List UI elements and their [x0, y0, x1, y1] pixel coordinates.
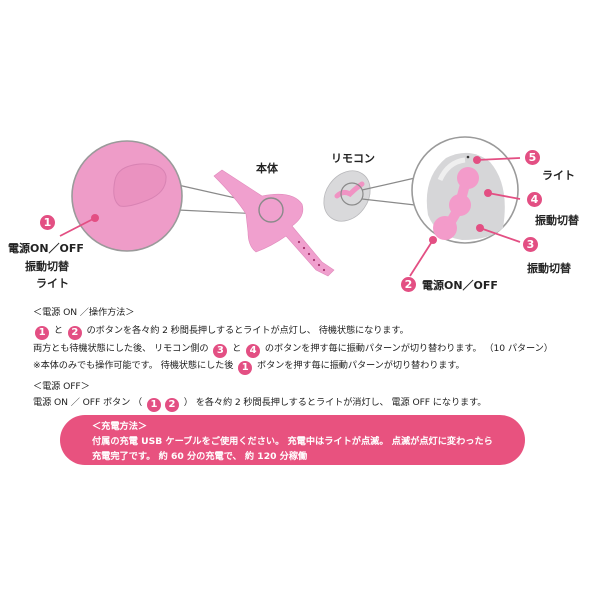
power-on-line1: 1 と 2 のボタンを各々約 2 秒間長押しするとライトが点灯し、 待機状態にな… — [33, 322, 409, 340]
inline-badge-1: 1 — [238, 361, 253, 375]
body-product-image — [213, 169, 335, 277]
power-on-line3: ※本体のみでも操作可能です。 待機状態にした後 1 ボタンを押す毎に振動パターン… — [33, 360, 465, 375]
callout-5-label: ライト — [542, 169, 575, 182]
remote-product-image — [323, 170, 371, 222]
product-diagram — [59, 136, 521, 277]
callout-1-line2: 振動切替 — [25, 260, 69, 273]
callout-2-label: 電源ON／OFF — [422, 279, 498, 292]
power-off-heading: ＜電源 OFF＞ — [33, 381, 90, 392]
charging-panel: ＜充電方法＞ 付属の充電 USB ケーブルをご使用ください。 充電中はライトが点… — [60, 415, 525, 465]
inline-badge-3: 3 — [213, 344, 228, 358]
inline-badge-2: 2 — [164, 398, 179, 412]
power-on-heading: ＜電源 ON ／操作方法＞ — [33, 307, 135, 318]
callout-badge-1: 1 — [40, 215, 55, 230]
callout-badge-5: 5 — [525, 150, 540, 165]
charging-line1: 付属の充電 USB ケーブルをご使用ください。 充電中はライトが点滅。 点滅が点… — [92, 436, 493, 447]
remote-closeup — [411, 136, 519, 244]
callout-1-line3: ライト — [36, 277, 69, 290]
body-button-pad — [113, 163, 167, 207]
body-closeup — [71, 140, 183, 252]
callout-badge-4: 4 — [527, 192, 542, 207]
charging-heading: ＜充電方法＞ — [92, 421, 148, 432]
inline-badge-2: 2 — [67, 326, 82, 340]
inline-badge-1: 1 — [146, 398, 161, 412]
callout-badge-3: 3 — [523, 237, 538, 252]
body-label: 本体 — [256, 162, 278, 175]
remote-label: リモコン — [331, 152, 375, 165]
charging-line2: 充電完了です。 約 60 分の充電で、 約 120 分稼働 — [92, 451, 308, 462]
callout-badge-2: 2 — [401, 277, 416, 292]
power-on-line2: 両方とも待機状態にした後、 リモコン側の 3 と 4 のボタンを押す毎に振動パタ… — [33, 343, 553, 358]
inline-badge-4: 4 — [246, 344, 261, 358]
callout-1-line1: 電源ON／OFF — [8, 242, 84, 255]
callout-4-label: 振動切替 — [535, 214, 579, 227]
callout-3-label: 振動切替 — [527, 262, 571, 275]
inline-badge-1: 1 — [35, 326, 49, 340]
